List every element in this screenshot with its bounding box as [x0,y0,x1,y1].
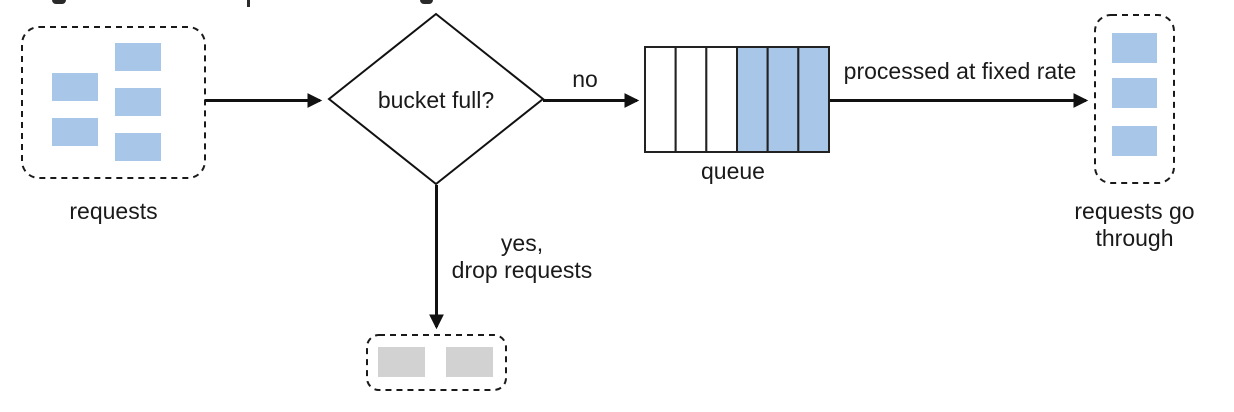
yes-branch-label: yes, drop requests [451,230,593,283]
queue-cell-filled [736,46,769,153]
queue-cell-filled [797,46,830,153]
dropped-request-item [446,347,493,377]
dropped-request-item [378,347,425,377]
dropped-request-items [378,347,493,377]
request-item [52,118,98,146]
processed-request-items [1112,33,1157,156]
processed-request-item [1112,126,1157,156]
cropped-caption-fragment [52,0,66,4]
processed-request-item [1112,33,1157,63]
incoming-requests-box [21,26,206,179]
queue-outline [644,46,830,153]
queue-cell-filled [766,46,800,153]
request-item [52,73,98,101]
processed-requests-label: requests go through [1074,198,1195,251]
queue-cell-empty [705,46,738,153]
queue-cells [644,46,830,153]
request-item [115,133,161,161]
cropped-caption-fragment [247,0,250,7]
cropped-caption-fragment [420,0,433,4]
queue-cell-empty [674,46,708,153]
decision-label: bucket full? [377,87,495,113]
incoming-request-items [52,43,161,161]
queue-label: queue [701,158,765,184]
no-branch-label: no [572,66,598,92]
processed-request-item [1112,78,1157,108]
decision-diamond [327,12,545,186]
incoming-requests-label: requests [69,198,158,224]
queue-cell-empty [644,46,677,153]
processed-rate-label: processed at fixed rate [843,58,1077,84]
request-item [115,43,161,71]
request-item [115,88,161,116]
